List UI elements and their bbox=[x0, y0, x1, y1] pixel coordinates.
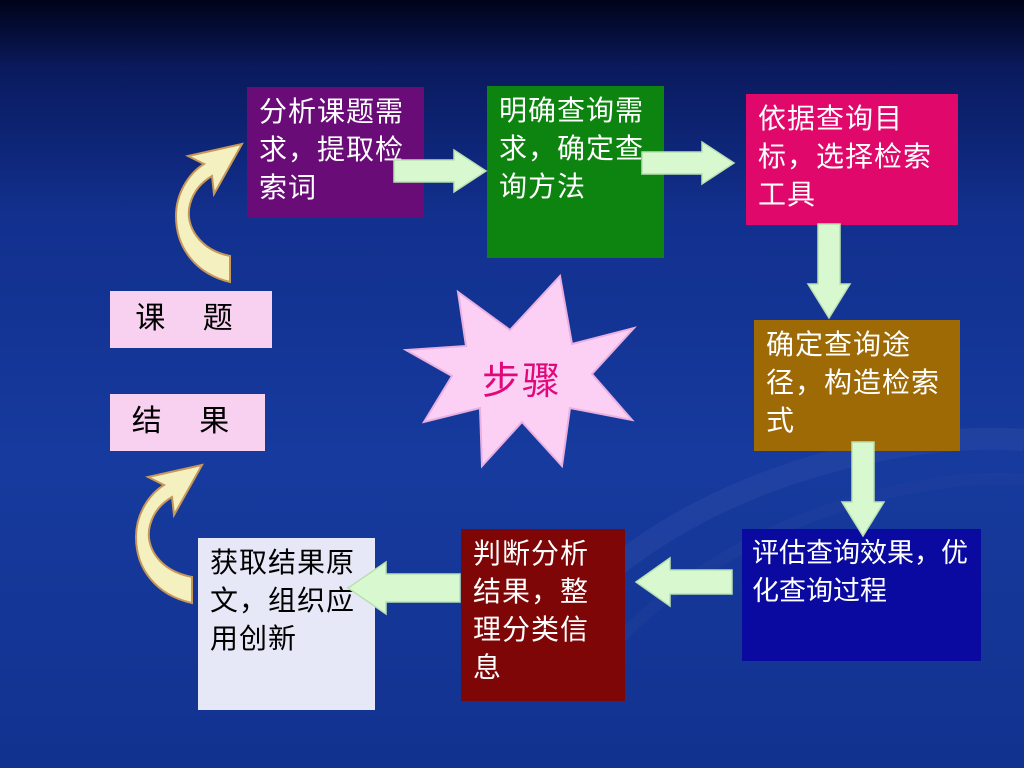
arrow-down-2 bbox=[840, 441, 886, 538]
step-box-4: 确定查询途径，构造检索式 bbox=[754, 320, 960, 451]
arrow-right-1 bbox=[393, 148, 488, 194]
step-box-5: 评估查询效果，优化查询过程 bbox=[742, 529, 981, 661]
arrow-right-2 bbox=[641, 140, 736, 186]
step-text-5: 评估查询效果，优化查询过程 bbox=[752, 538, 968, 607]
starburst-shape bbox=[402, 273, 638, 469]
start-label: 课 题 bbox=[135, 301, 247, 336]
step-box-7: 获取结果原文，组织应用创新 bbox=[198, 538, 375, 710]
start-tag: 课 题 bbox=[110, 291, 272, 348]
arrow-left-1 bbox=[634, 556, 733, 608]
step-text-6: 判断分析结果，整理分类信息 bbox=[473, 537, 590, 684]
step-text-1: 分析课题需求，提取检索词 bbox=[259, 95, 405, 204]
end-tag: 结 果 bbox=[110, 394, 265, 451]
curved-arrow-up-2 bbox=[134, 463, 204, 605]
arrow-left-2 bbox=[346, 560, 461, 616]
center-label: 步骤 bbox=[481, 359, 562, 403]
step-box-3: 依据查询目标，选择检索工具 bbox=[746, 94, 958, 225]
step-box-1: 分析课题需求，提取检索词 bbox=[247, 87, 424, 218]
step-text-2: 明确查询需求，确定查询方法 bbox=[499, 94, 645, 203]
step-text-7: 获取结果原文，组织应用创新 bbox=[210, 546, 356, 655]
step-box-6: 判断分析结果，整理分类信息 bbox=[461, 529, 625, 701]
arrow-down-1 bbox=[806, 223, 852, 320]
step-text-4: 确定查询途径，构造检索式 bbox=[766, 328, 941, 437]
step-text-3: 依据查询目标，选择检索工具 bbox=[758, 102, 933, 211]
curved-arrow-up-1 bbox=[174, 142, 244, 284]
step-box-2: 明确查询需求，确定查询方法 bbox=[487, 86, 664, 258]
end-label: 结 果 bbox=[131, 404, 244, 439]
